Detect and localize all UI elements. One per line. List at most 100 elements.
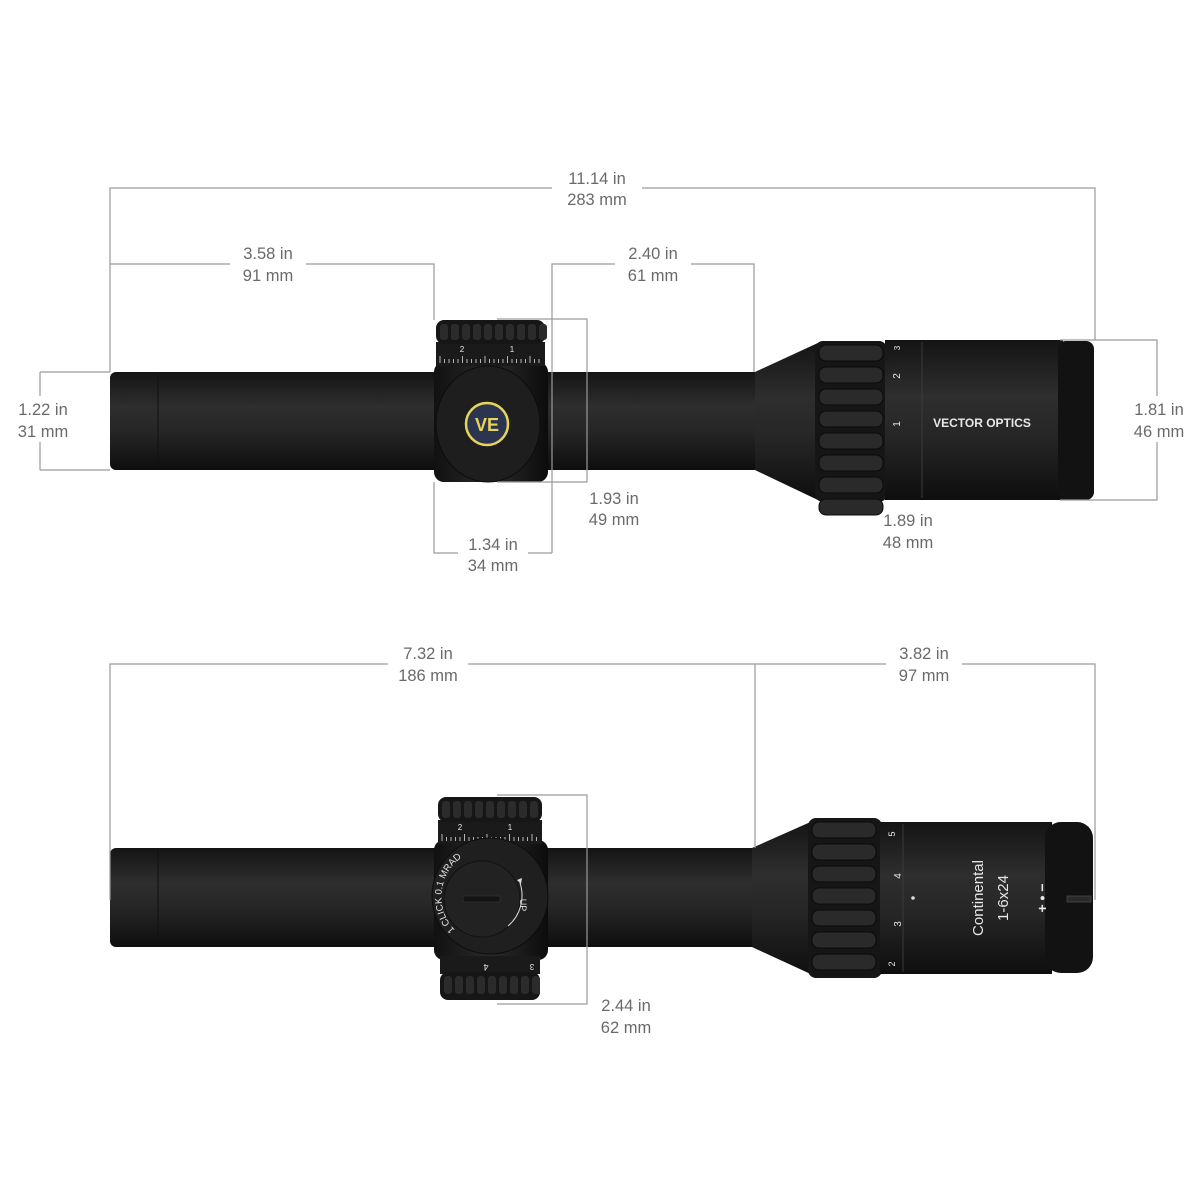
turret-span-mm: 62 mm	[601, 1019, 651, 1037]
illumination-mark: 4	[483, 962, 488, 972]
turret-cap-knurl-part	[462, 324, 470, 340]
zoom-ring-ribs-part	[811, 887, 877, 905]
front-section-in: 7.32 in	[403, 645, 453, 663]
eyepiece-section-in: 3.82 in	[899, 645, 949, 663]
windage-slot-icon	[462, 895, 501, 903]
zoom-ring-ribs	[818, 344, 884, 516]
turret-cap-knurl-part	[517, 324, 525, 340]
turret-cap-knurl-part	[486, 801, 494, 818]
illumination-cap-knurl-part	[488, 976, 496, 994]
front-section-mm: 186 mm	[398, 667, 458, 685]
illumination-cap-knurl-part	[499, 976, 507, 994]
model-spec: 1-6x24	[995, 875, 1012, 921]
turret-scale-label: 2	[458, 823, 463, 832]
turret-span-in: 2.44 in	[601, 997, 651, 1015]
overall-length-in: 11.14 in	[568, 170, 626, 188]
illumination-cap-knurl-part	[455, 976, 463, 994]
front-to-turret-in: 3.58 in	[243, 245, 293, 263]
tube-diameter-mm: 31 mm	[18, 423, 68, 441]
turret-scale-ticks	[439, 356, 540, 363]
top-scope: VECTOR OPTICS 1 2 3 2 1 VE	[110, 320, 1094, 516]
ocular-cone	[752, 820, 815, 976]
tube-diameter-in: 1.22 in	[18, 401, 68, 419]
turret-cap-knurl-part	[473, 324, 481, 340]
turret-cap-knurl-part	[440, 324, 448, 340]
turret-width-in: 1.34 in	[468, 536, 518, 554]
turret-cap-knurl-part	[475, 801, 483, 818]
zoom-mark: 2	[887, 961, 897, 966]
zoom-mark: 4	[893, 873, 904, 879]
model-name: Continental	[970, 860, 987, 936]
illumination-cap-knurl-part	[477, 976, 485, 994]
turret-to-eyepiece-mm: 61 mm	[628, 267, 678, 285]
turret-width-mm: 34 mm	[468, 557, 518, 575]
up-text: UP	[518, 899, 528, 912]
turret-scale-label: 1	[508, 823, 513, 832]
eyepiece-body	[880, 822, 1052, 974]
turret-scale-label: 1	[510, 345, 515, 354]
zoom-ring-ribs	[811, 821, 877, 971]
turret-cap-knurl-part	[497, 801, 505, 818]
zoom-ring-ribs-part	[811, 931, 877, 949]
turret-cap-knurl	[442, 801, 538, 818]
zoom-ring-ribs-part	[811, 821, 877, 839]
zoom-ring-ribs-part	[811, 953, 877, 971]
ocular-cone	[755, 342, 820, 501]
illumination-cap-knurl	[444, 976, 540, 994]
turret-cap-knurl-part	[453, 801, 461, 818]
zoom-ring-width-in: 1.89 in	[883, 512, 933, 530]
turret-cap-knurl-part	[530, 801, 538, 818]
turret-cap-knurl-part	[442, 801, 450, 818]
front-to-turret-mm: 91 mm	[243, 267, 293, 285]
turret-cap-knurl-part	[484, 324, 492, 340]
turret-cap-knurl-part	[508, 801, 516, 818]
zoom-ring-ribs-part	[811, 909, 877, 927]
turret-cap-knurl-part	[495, 324, 503, 340]
turret-cap-knurl-part	[528, 324, 536, 340]
zoom-ring-width-mm: 48 mm	[883, 534, 933, 552]
brand-text: VECTOR OPTICS	[933, 416, 1031, 430]
turret-cap-knurl-part	[506, 324, 514, 340]
zoom-mark: 3	[893, 345, 902, 350]
dimension-labels: 11.14 in 283 mm 3.58 in 91 mm 2.40 in 61…	[8, 166, 1194, 1037]
illumination-cap-knurl-part	[444, 976, 452, 994]
turret-cap-knurl-part	[464, 801, 472, 818]
logo-text: VE	[475, 415, 499, 435]
illumination-mark: 3	[529, 962, 534, 971]
zoom-ring-ribs-part	[811, 865, 877, 883]
illumination-cap-knurl-part	[532, 976, 540, 994]
up-arrow-icon	[507, 882, 523, 927]
turret-to-eyepiece-in: 2.40 in	[628, 245, 678, 263]
illumination-cap-knurl-part	[466, 976, 474, 994]
turret-height-in: 1.93 in	[589, 490, 639, 508]
turret-scale-ring	[436, 342, 545, 366]
zoom-ring-ribs-part	[818, 476, 884, 494]
eyepiece-diameter-mm: 46 mm	[1134, 423, 1184, 441]
overall-length-mm: 283 mm	[567, 191, 627, 209]
turret-height-mm: 49 mm	[589, 511, 639, 529]
eyepiece-end-cap	[1058, 341, 1094, 500]
turret-scale-label: 2	[460, 345, 465, 354]
diopter-marks: + • −	[1034, 883, 1050, 912]
zoom-ring-ribs-part	[818, 498, 884, 516]
zoom-ring-ribs-part	[818, 432, 884, 450]
eyepiece-section-mm: 97 mm	[899, 667, 949, 685]
zoom-ring-ribs-part	[818, 388, 884, 406]
zoom-ring-ribs-part	[818, 410, 884, 428]
turret-cap-knurl	[440, 324, 547, 340]
zoom-mark: 2	[892, 373, 903, 379]
eyepiece-body	[885, 340, 1063, 500]
ve-logo-icon	[464, 401, 510, 447]
side-scope: Continental 1-6x24 + • − 2 3 4 5 2 1 4 3…	[110, 797, 1093, 1000]
zoom-ring-ribs-part	[818, 366, 884, 384]
eyepiece-diameter-in: 1.81 in	[1134, 401, 1184, 419]
zoom-ring-ribs-part	[818, 454, 884, 472]
zoom-mark: 1	[892, 421, 903, 427]
illumination-cap-knurl-part	[521, 976, 529, 994]
illumination-ring	[440, 956, 540, 974]
zoom-mark: 3	[893, 921, 904, 927]
turret-cap-knurl-part	[451, 324, 459, 340]
zoom-mark: 5	[887, 831, 897, 836]
